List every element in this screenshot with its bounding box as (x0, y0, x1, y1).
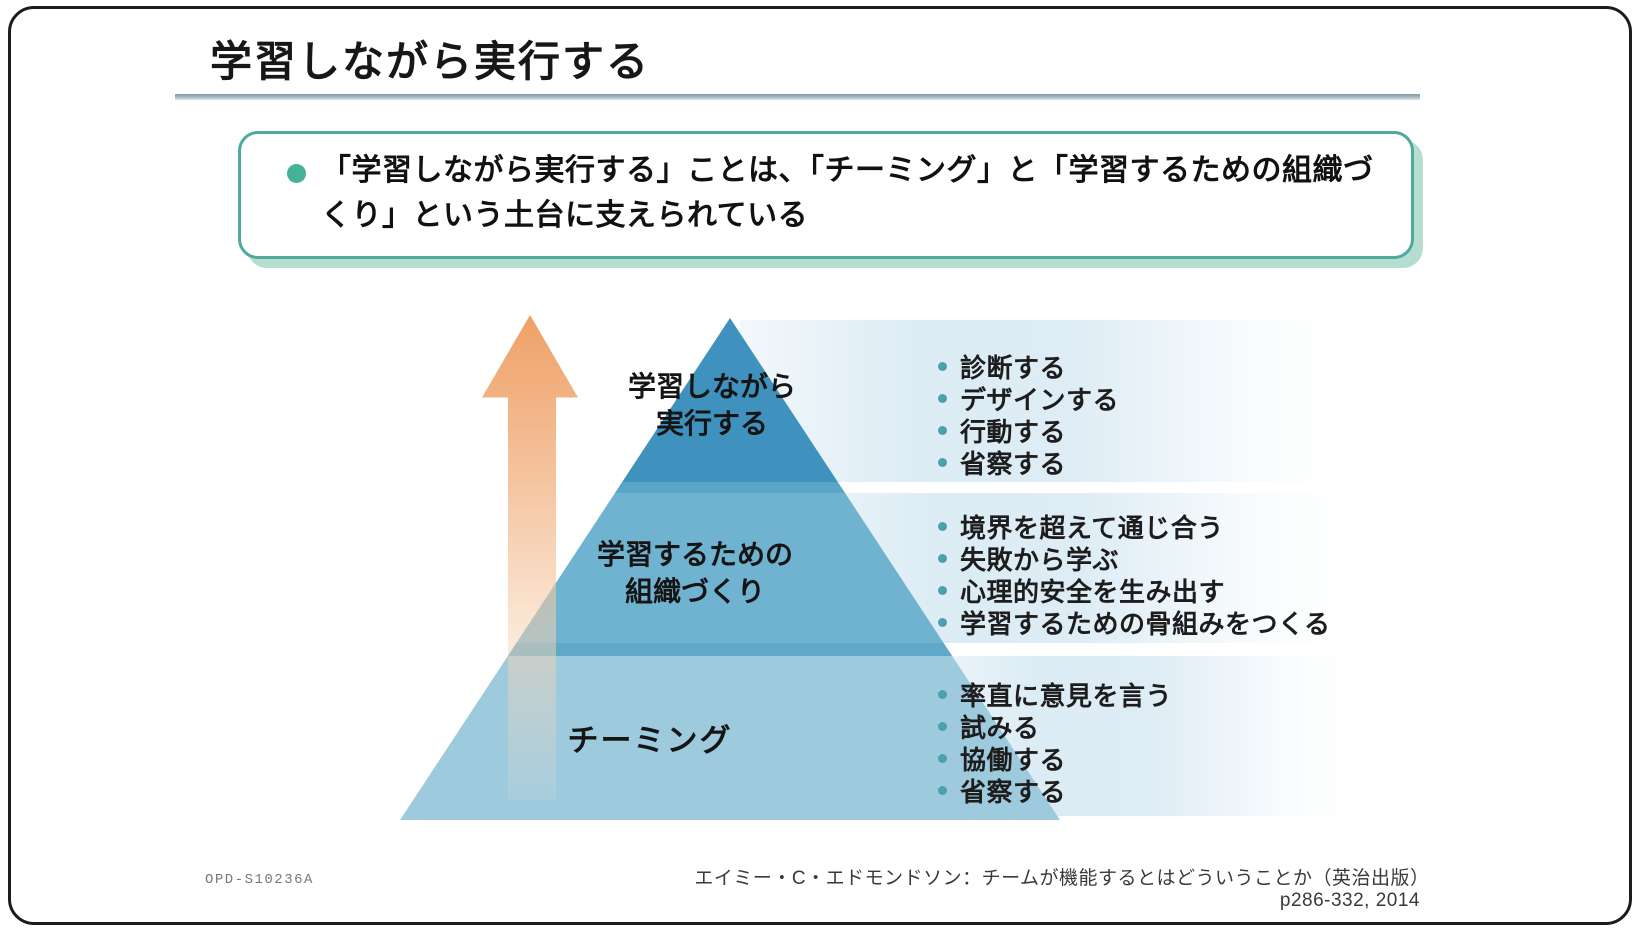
list-dot-icon (938, 617, 947, 627)
pyramid-divider-2 (400, 643, 1060, 656)
list-item: 率直に意見を言う (938, 678, 1173, 711)
citation-text: エイミー・C・エドモンドソン：チームが機能するとはどういうことか（英治出版）p2… (694, 868, 1420, 911)
list-dot-icon (938, 393, 947, 403)
list-item: 協働する (938, 742, 1172, 775)
list-dot-icon (938, 689, 947, 699)
list-item-text: 学習するための骨組みをつくる (960, 608, 1331, 639)
list-dot-icon (938, 721, 947, 731)
list-item: 省察する (938, 774, 1172, 807)
list-dot-icon (938, 553, 947, 563)
list-item-text: 行動する (960, 416, 1067, 447)
bullet-dot-icon (287, 164, 306, 183)
tier3-label-line1: チーミング (567, 723, 733, 758)
tier3-label: チーミング (500, 722, 800, 759)
tier1-label-line1: 学習しながら (627, 371, 796, 402)
tier2-label: 学習するための 組織づくり (545, 536, 845, 610)
list-dot-icon (938, 585, 947, 595)
list-dot-icon (938, 753, 947, 763)
list-item-text: 省察する (960, 448, 1067, 479)
key-message-box: 「学習しながら実行する」ことは、「チーミング」と「学習するための組織づくり」とい… (238, 131, 1414, 259)
list-item-text: 協働する (960, 744, 1067, 775)
list-item: 失敗から学ぶ (938, 542, 1330, 575)
list-item: 心理的安全を生み出す (938, 574, 1330, 607)
tier1-highlight-band (740, 320, 1345, 482)
page-title: 学習しながら実行する (210, 38, 651, 85)
tier2-label-line1: 学習するための (596, 539, 793, 570)
list-item: 境界を超えて通じ合う (938, 510, 1330, 543)
tier1-bullet-list: 診断する デザインする 行動する 省察する (938, 350, 1120, 479)
list-item-text: 試みる (960, 712, 1040, 743)
list-dot-icon (938, 457, 947, 467)
title-underline (175, 94, 1420, 100)
list-item-text: デザインする (960, 384, 1120, 415)
list-dot-icon (938, 785, 947, 795)
document-code: OPD-S10236A (205, 872, 314, 888)
list-item-text: 診断する (960, 352, 1067, 383)
tier2-bullet-list: 境界を超えて通じ合う 失敗から学ぶ 心理的安全を生み出す 学習するための骨組みを… (938, 510, 1331, 639)
list-dot-icon (938, 425, 947, 435)
tier1-label: 学習しながら 実行する (562, 368, 862, 442)
list-item: 行動する (938, 414, 1119, 447)
tier1-label-line2: 実行する (655, 408, 768, 439)
key-message-text: 「学習しながら実行する」ことは、「チーミング」と「学習するための組織づくり」とい… (321, 154, 1374, 232)
list-item-text: 省察する (960, 776, 1067, 807)
list-item: 診断する (938, 350, 1119, 383)
list-item: 試みる (938, 710, 1172, 743)
tier3-bullet-list: 率直に意見を言う 試みる 協働する 省察する (938, 678, 1173, 807)
list-item-text: 率直に意見を言う (960, 680, 1173, 711)
list-item: 省察する (938, 446, 1119, 479)
list-item: デザインする (938, 382, 1120, 415)
list-item-text: 心理的安全を生み出す (960, 576, 1226, 607)
tier2-label-line2: 組織づくり (624, 576, 765, 607)
list-item: 学習するための骨組みをつくる (938, 606, 1331, 639)
list-dot-icon (938, 361, 947, 371)
list-item-text: 失敗から学ぶ (960, 544, 1120, 575)
list-item-text: 境界を超えて通じ合う (960, 512, 1224, 543)
pyramid-divider-1 (400, 482, 1060, 493)
list-dot-icon (938, 521, 947, 531)
